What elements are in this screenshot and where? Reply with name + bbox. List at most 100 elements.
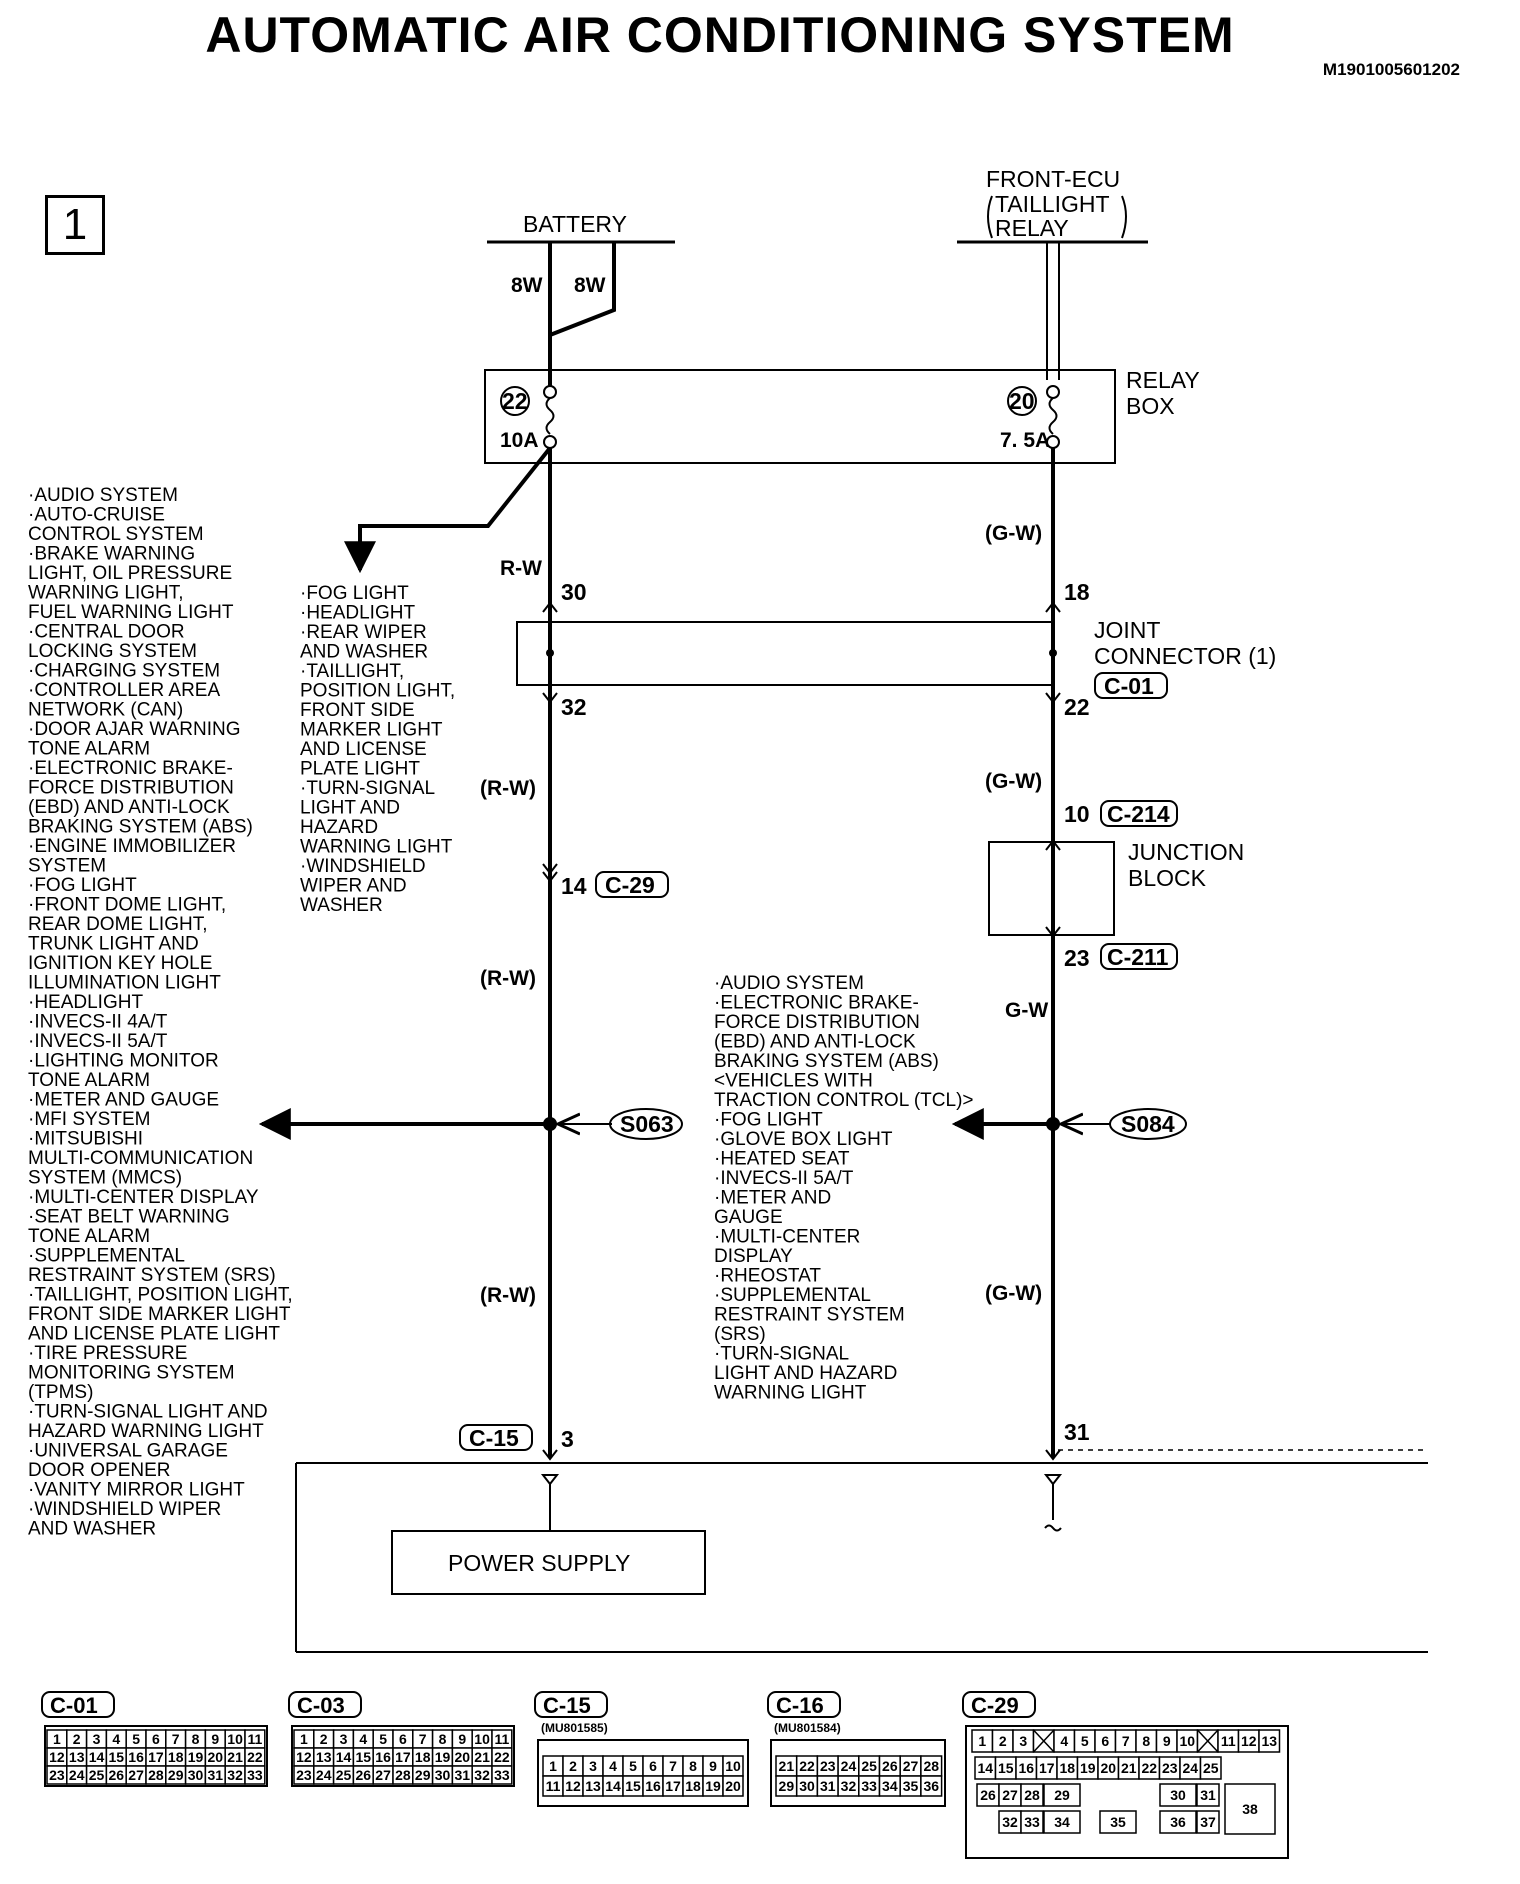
list-left-line: FRONT SIDE MARKER LIGHT [28,1304,291,1325]
connector-pin-number: 20 [725,1778,741,1794]
connector-pin-number: 11 [546,1778,561,1794]
connector-pin-number: 16 [128,1749,144,1765]
c15-tag-frame [459,1424,533,1451]
c01-tag-frame [1094,672,1168,699]
fuse-20-number: 20 [1009,388,1035,414]
connector-pin-number: 8 [1142,1733,1150,1749]
connector-pin-number: 26 [356,1767,372,1783]
connector-pin-cell [1258,1729,1281,1753]
connector-pin-number: 5 [629,1758,637,1774]
front-ecu-relay: RELAY [995,215,1069,241]
list-right-line: ·ELECTRONIC BRAKE- [714,993,919,1014]
list-left-line: ·MFI SYSTEM [28,1109,150,1130]
list-right-line: ·MULTI-CENTER [714,1227,860,1248]
connector-pin-number: 35 [1110,1814,1126,1830]
connector-pin-number: 33 [247,1767,263,1783]
pin-jb-top: 10 [1064,801,1090,827]
jc-right-top-terminal [1045,601,1061,613]
connector-pin-number: 18 [685,1778,701,1794]
connector-pin-cell [1224,1783,1276,1835]
connector-pin-number: 32 [1002,1814,1018,1830]
connector-pin-number: 14 [977,1760,993,1776]
list-left-line: ·ENGINE IMMOBILIZER [28,836,236,857]
list-left-line: TONE ALARM [28,739,150,760]
connector-pin-number: 13 [316,1749,332,1765]
connector-pin-cell [1159,1810,1197,1834]
c01-tag: C-01 [1104,673,1154,699]
connector-pin-number: 25 [861,1758,877,1774]
connector-pin-cell [1020,1783,1044,1807]
list-left-line: ·CONTROLLER AREA [28,680,220,701]
wire-color-left-2: (R-W) [480,777,536,800]
c211-tag-frame [1100,943,1178,970]
wire-color-left-4: (R-W) [480,1284,536,1307]
list-left-line: RESTRAINT SYSTEM (SRS) [28,1265,276,1286]
connector-pin-number: 27 [375,1767,391,1783]
front-ecu-label: FRONT-ECU [986,166,1120,192]
list-left-line: ·MITSUBISHI [28,1129,143,1150]
connector-pin-number: 37 [1200,1814,1216,1830]
connector-pin-number: 31 [208,1767,224,1783]
list-left-line: ·ELECTRONIC BRAKE- [28,758,233,779]
list-middle-line: ·FOG LIGHT [300,583,409,604]
connector-pin-number: 30 [188,1767,204,1783]
list-left-line: ·AUDIO SYSTEM [28,485,178,506]
list-left-line: CONTROL SYSTEM [28,524,204,545]
list-right-line: ·GLOVE BOX LIGHT [714,1129,893,1150]
wire-color-left-1: R-W [500,557,542,580]
list-right-line: FORCE DISTRIBUTION [714,1012,920,1033]
connector-pin-number: 4 [112,1731,120,1747]
connector-pin-number: 30 [435,1767,451,1783]
front-ecu-taillight: TAILLIGHT [995,191,1110,217]
list-left-line: TRUNK LIGHT AND [28,934,199,955]
list-left-systems: ·AUDIO SYSTEM·AUTO-CRUISE CONTROL SYSTEM… [28,485,293,1540]
pin-jc-left-top: 30 [561,579,587,605]
list-right-line: ·AUDIO SYSTEM [714,973,864,994]
connector-view-tag-frame [288,1691,362,1718]
connector-pin-number: 17 [1039,1760,1055,1776]
power-supply-box [391,1530,706,1595]
connector-pin-number: 12 [1241,1733,1257,1749]
list-middle-line: FRONT SIDE [300,700,415,721]
connector-pin-number: 28 [395,1767,411,1783]
connector-pin-number: 28 [923,1758,939,1774]
connector-pin-number: 4 [359,1731,367,1747]
connector-pin-number: 3 [1019,1733,1027,1749]
pin-right-bottom: 31 [1064,1419,1090,1445]
wire-color-right-1: (G-W) [985,522,1042,545]
list-left-line: ·AUTO-CRUISE [28,505,165,526]
list-left-line: ·BRAKE WARNING [28,544,195,565]
fuse-20-number-circle [1007,386,1037,416]
right-terminal-top [1045,1449,1061,1461]
list-left-line: ·TAILLIGHT, POSITION LIGHT, [28,1285,293,1306]
connector-pin-number: 9 [709,1758,717,1774]
connector-pin-number: 25 [1203,1760,1219,1776]
connector-pin-number: 30 [799,1778,815,1794]
connector-pin-number: 27 [903,1758,919,1774]
fuse-22-branch [344,446,552,574]
connector-pin-number: 7 [419,1731,427,1747]
connector-view-label: C-03 [297,1693,345,1718]
list-left-line: LOCKING SYSTEM [28,641,197,662]
connector-pin-cell [1196,1810,1220,1834]
list-middle-line: ·REAR WIPER [300,622,427,643]
connector-pin-number: 26 [109,1767,125,1783]
connector-view-tag-frame [41,1691,115,1718]
list-middle-line: LIGHT AND [300,798,400,819]
connector-view-part-number: (MU801584) [774,1721,841,1735]
joint-connector-label-2: CONNECTOR (1) [1094,643,1276,669]
connector-pin-number: 16 [645,1778,661,1794]
connector-pin-number: 36 [1170,1814,1186,1830]
connector-view-label: C-15 [543,1693,591,1718]
list-left-line: ·VANITY MIRROR LIGHT [28,1480,245,1501]
connector-pin-number: 1 [300,1731,308,1747]
fuse-22-number-circle [500,386,530,416]
connector-pin-number: 19 [188,1749,204,1765]
list-left-line: MONITORING SYSTEM [28,1363,235,1384]
connector-pin-cell [491,1765,513,1785]
connector-view-label: C-01 [50,1693,98,1718]
connector-blank-mark [1196,1729,1219,1753]
connector-pin-number: 27 [1002,1787,1018,1803]
list-right-line: WARNING LIGHT [714,1383,867,1404]
